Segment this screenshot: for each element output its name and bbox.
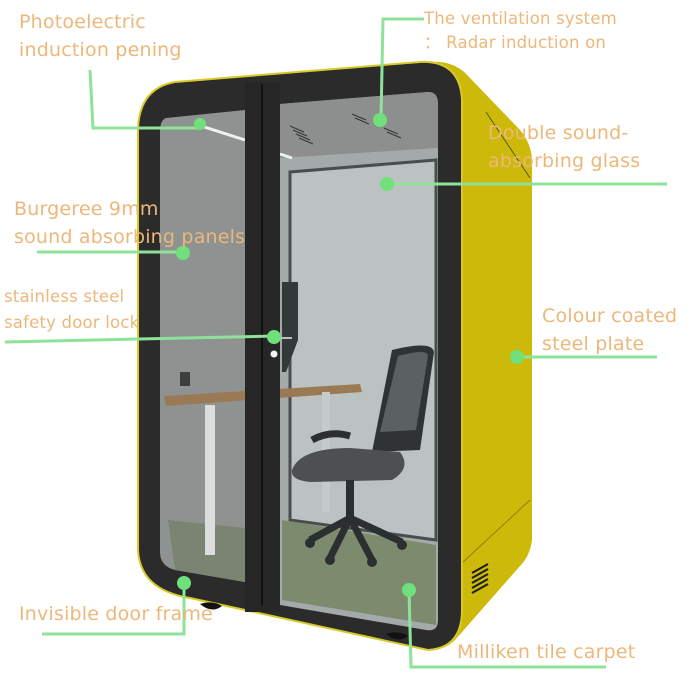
callout-dot-steel	[510, 350, 524, 364]
callout-dot-frame	[177, 576, 191, 590]
callout-dot-photoelectric	[194, 118, 206, 130]
callout-line-lock	[4, 334, 276, 344]
label-invisible-door-frame: Invisible door frame	[19, 603, 213, 625]
label-colour-coated-steel-plate: Colour coated steel plate	[542, 305, 678, 355]
callout-dot-carpet	[402, 583, 416, 597]
callout-dots	[176, 113, 524, 597]
vent-grille-icon	[471, 563, 489, 594]
office-chair	[291, 345, 434, 567]
door-lock-icon	[270, 350, 278, 358]
label-sound-absorbing-panels: Burgeree 9mm sound absorbing panels	[14, 198, 246, 248]
callout-dot-glass	[380, 177, 394, 191]
callout-dot-ventilation	[373, 113, 387, 127]
callout-line-frame	[42, 585, 186, 636]
callout-line-photoelectric	[88, 69, 200, 130]
label-safety-door-lock: stainless steel safety door lock	[4, 287, 140, 332]
callout-line-carpet	[407, 589, 606, 669]
label-ventilation-system: The ventilation system ： Radar induction…	[424, 9, 617, 52]
callout-lines	[4, 17, 667, 669]
callout-line-ventilation	[379, 17, 424, 119]
label-double-sound-absorbing-glass: Double sound- absorbing glass	[488, 122, 641, 172]
left-glass-pane	[160, 110, 245, 582]
label-photoelectric-induction-opening: Photoelectric induction pening	[19, 11, 182, 61]
label-milliken-tile-carpet: Milliken tile carpet	[457, 641, 636, 663]
callout-dot-lock	[267, 330, 281, 344]
callout-dot-panels	[176, 246, 190, 260]
